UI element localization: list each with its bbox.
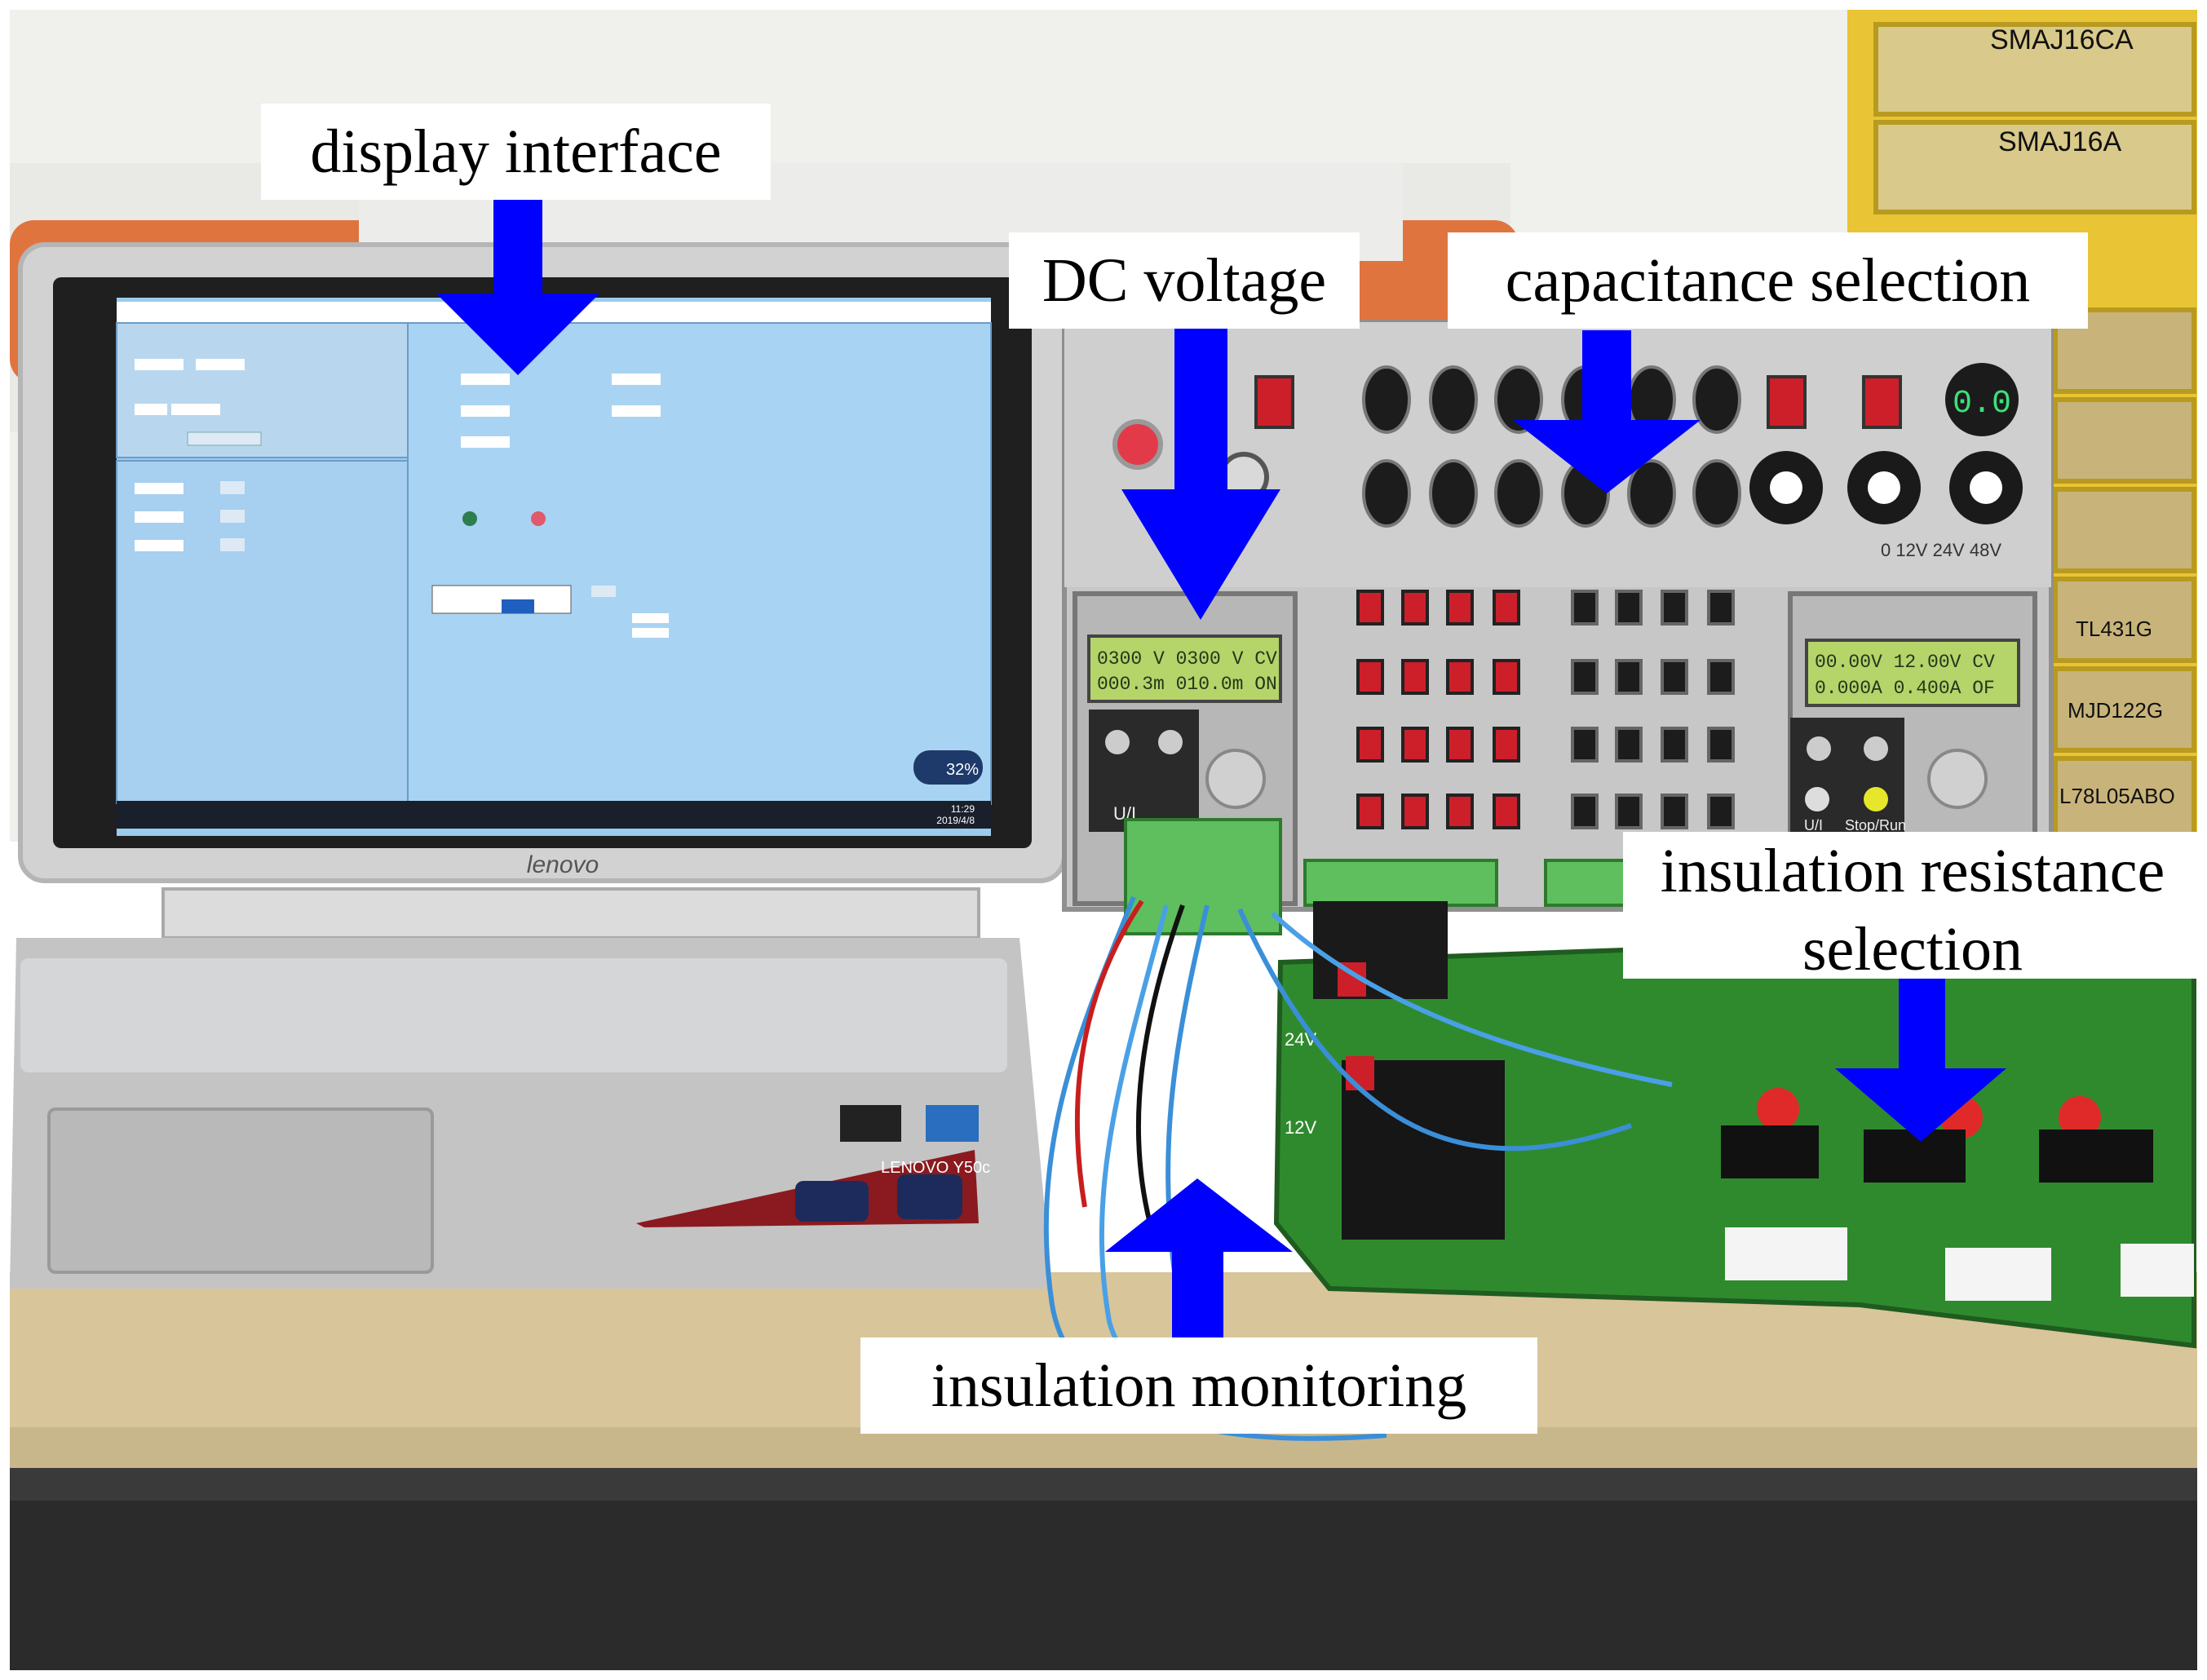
- psu-right-knob: [1927, 749, 1988, 809]
- taskbar-date: 2019/4/8: [936, 815, 975, 826]
- indicator-lamp: [1112, 419, 1163, 470]
- label-capacitance-selection: capacitance selection: [1448, 232, 2088, 329]
- pcb-switch-red: [1346, 1056, 1374, 1090]
- relay: [1313, 901, 1448, 999]
- resistance-selector: [1721, 1125, 1819, 1178]
- app-left-panel: [116, 322, 411, 458]
- under-desk: [10, 1468, 2197, 1670]
- laptop-touchpad: [47, 1107, 434, 1274]
- red-rocker: [1254, 375, 1294, 429]
- switch-grid-black: [1571, 590, 1735, 829]
- taskbar: [117, 801, 991, 829]
- label-insulation-monitoring: insulation monitoring: [860, 1337, 1537, 1434]
- lcd-left-line2: 000.3m 010.0m ON: [1097, 674, 1277, 695]
- laptop-brand: lenovo: [527, 851, 599, 878]
- lcd-right-line2: 0.000A 0.400A OF: [1815, 678, 1995, 699]
- usb-badge: [897, 1174, 962, 1219]
- shelf-tag: TL431G: [2076, 617, 2152, 641]
- fullhd-badge: [795, 1181, 869, 1222]
- label-insulation-resistance-line1: insulation resistance: [1660, 837, 2165, 905]
- laptop-model: LENOVO Y50c: [881, 1159, 990, 1177]
- laptop: 32% 11:29 2019/4/8 lenovo LENOVO Y50c: [10, 242, 1067, 1289]
- lcd-right: [1805, 639, 2020, 707]
- red-rocker: [1767, 375, 1807, 429]
- red-rocker: [1862, 375, 1902, 429]
- label-insulation-resistance-selection: insulation resistance selection: [1623, 832, 2202, 984]
- red-button: [2059, 1096, 2101, 1138]
- label-dc-voltage: DC voltage: [1009, 232, 1360, 329]
- paper-label: [1945, 1248, 2051, 1301]
- voltmeter: [1945, 363, 2019, 436]
- lcd-right-line1: 00.00V 12.00V CV: [1815, 652, 1995, 673]
- resistance-selector: [1864, 1130, 1966, 1183]
- battery-percent: 32%: [946, 761, 979, 779]
- red-button: [1757, 1088, 1799, 1130]
- arrow-capacitance-selection: [1513, 330, 1701, 493]
- arrow-dc-voltage: [1121, 322, 1280, 620]
- shelf-tag: MJD122G: [2068, 698, 2163, 723]
- resistance-selector: [2039, 1130, 2153, 1183]
- psu-right-button-left: U/I: [1804, 817, 1823, 833]
- app-right-panel: [407, 322, 992, 805]
- arrow-insulation-resistance: [1835, 975, 2006, 1142]
- label-insulation-resistance-line2: selection: [1802, 915, 2023, 984]
- psu-left-knob: [1205, 749, 1266, 809]
- status-light-red: [531, 511, 546, 526]
- terminal-block: [1303, 859, 1498, 907]
- under-desk-shadow: [10, 1468, 2197, 1501]
- paper-label: [2121, 1244, 2194, 1297]
- paper-label: [1725, 1227, 1847, 1280]
- terminal-block: [1124, 818, 1282, 935]
- amd-sticker: [840, 1105, 901, 1142]
- shelf-tag: SMAJ16A: [1998, 126, 2121, 157]
- arrow-display-interface: [436, 200, 599, 375]
- intel-sticker: [926, 1105, 979, 1142]
- laptop-hinge: [161, 887, 980, 939]
- annotation-arrows: [436, 200, 2006, 1342]
- lcd-left-line1: 0300 V 0300 V CV: [1097, 648, 1277, 670]
- shelf-tag: L78L05ABO: [2059, 784, 2175, 808]
- switch-grid-red: [1356, 590, 1520, 829]
- shelf-tag: SMAJ16CA: [1990, 24, 2134, 55]
- arrow-insulation-monitoring: [1105, 1178, 1293, 1342]
- label-display-interface: display interface: [261, 104, 771, 200]
- battery-widget: [913, 750, 983, 785]
- taskbar-time: 11:29: [951, 803, 975, 815]
- panel-note: 0 12V 24V 48V: [1881, 540, 2001, 560]
- status-light-green: [462, 511, 477, 526]
- laptop-keyboard: [20, 958, 1007, 1072]
- voltmeter-reading: 0.0: [1953, 386, 2011, 422]
- psu-right-button-right: Stop/Run: [1845, 817, 1906, 833]
- pcb-mark-12v: 12V: [1285, 1117, 1316, 1138]
- lcd-left: [1087, 634, 1282, 703]
